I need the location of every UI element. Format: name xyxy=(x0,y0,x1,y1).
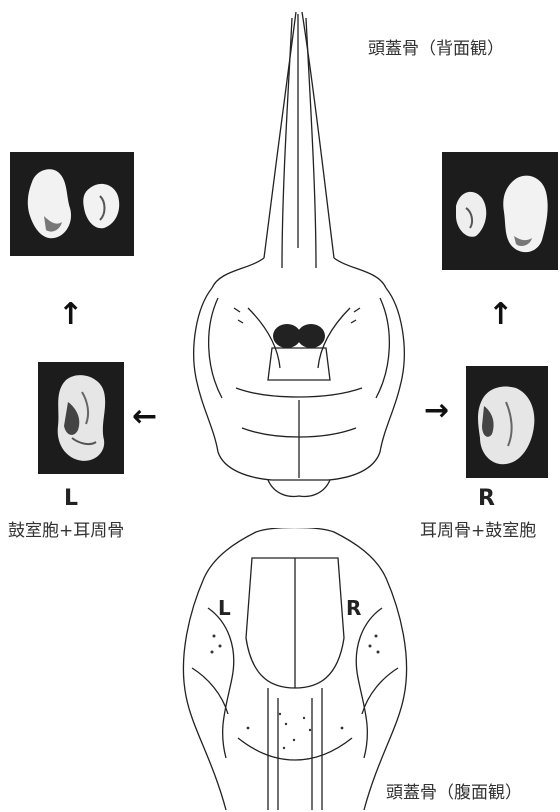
right-caption: 耳周骨+鼓室胞 xyxy=(420,516,536,541)
skull-dorsal-drawing xyxy=(178,8,418,504)
left-caption: 鼓室胞+耳周骨 xyxy=(8,516,124,541)
right-bones-separated-photo xyxy=(442,152,558,270)
left-up-arrow: ↑ xyxy=(58,300,83,330)
right-side-arrow: → xyxy=(424,396,449,426)
ventral-right-mark: R xyxy=(346,596,361,620)
right-bones-joined-photo xyxy=(466,366,548,478)
right-side-letter: R xyxy=(478,486,495,511)
left-bones-joined-photo xyxy=(38,362,124,474)
left-side-letter: L xyxy=(64,486,78,511)
left-side-arrow: ← xyxy=(132,402,157,432)
right-up-arrow: ↑ xyxy=(488,300,513,330)
skull-ventral-drawing xyxy=(168,528,422,810)
ventral-left-mark: L xyxy=(218,596,231,620)
left-bones-separated-photo xyxy=(10,152,134,256)
